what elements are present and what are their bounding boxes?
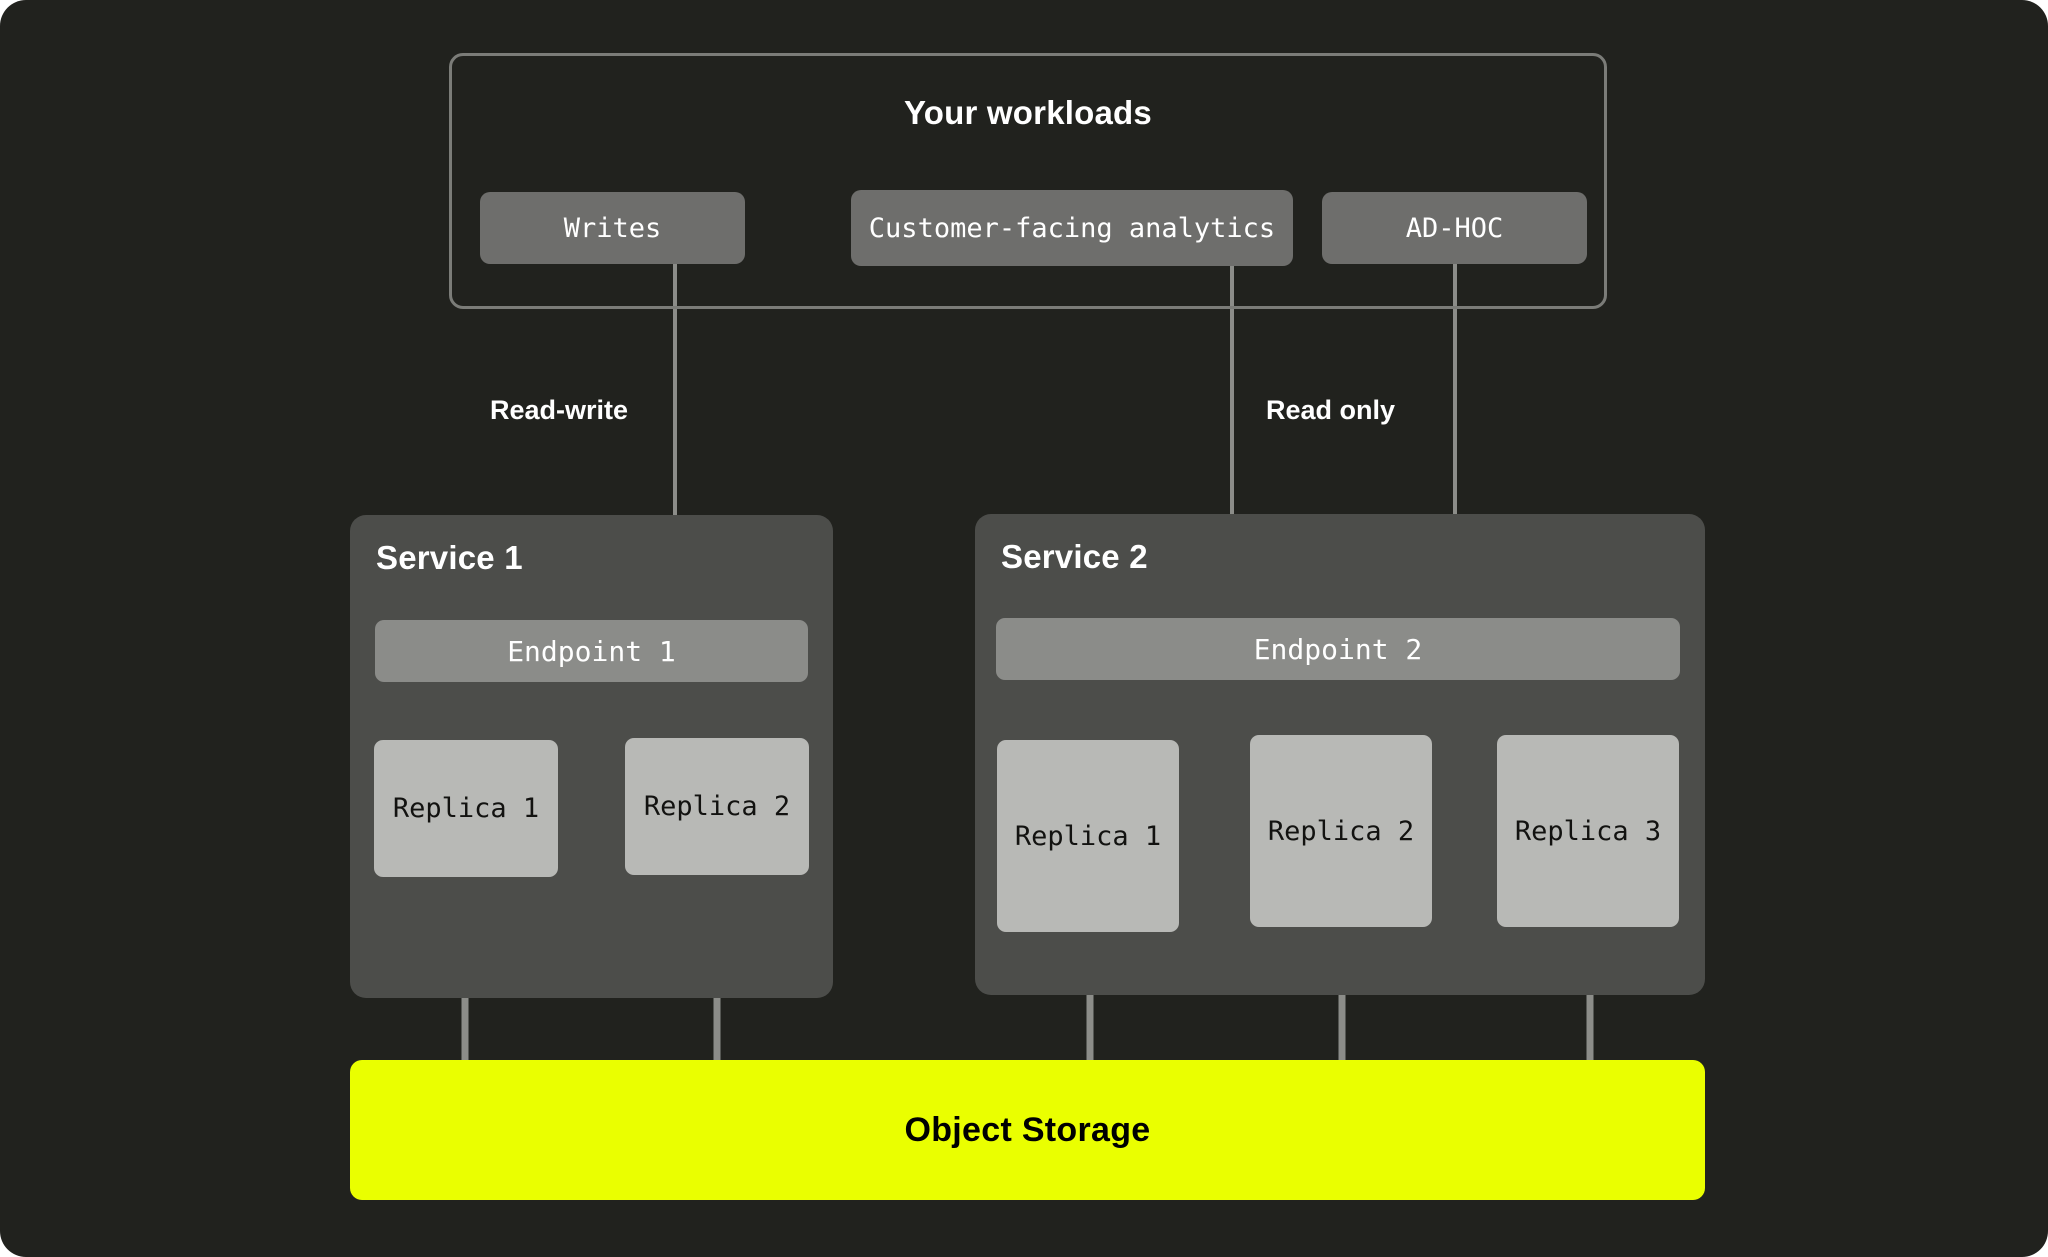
replica-label: Replica 2 — [643, 791, 791, 822]
replica-label: Replica 3 — [1514, 815, 1662, 847]
workload-chip-label: Customer-facing analytics — [868, 212, 1276, 244]
replica-label: Replica 1 — [392, 793, 540, 824]
service2-replica-1[interactable]: Replica 1 — [997, 740, 1179, 932]
endpoint-label: Endpoint 1 — [507, 634, 676, 668]
workload-chip-ad-hoc[interactable]: AD-HOC — [1322, 192, 1587, 264]
flow-label-read-write: Read-write — [490, 395, 629, 425]
endpoint-1[interactable]: Endpoint 1 — [375, 620, 808, 682]
service2-replica-3[interactable]: Replica 3 — [1497, 735, 1679, 927]
replica-label: Replica 1 — [1014, 820, 1162, 852]
object-storage-label: Object Storage — [904, 1110, 1151, 1149]
workload-chip-customer-facing-analytics[interactable]: Customer-facing analytics — [851, 190, 1293, 266]
service-title: Service 1 — [376, 539, 523, 576]
service2-replica-2[interactable]: Replica 2 — [1250, 735, 1432, 927]
object-storage-bar[interactable]: Object Storage — [350, 1060, 1705, 1200]
flow-label-read-only: Read only — [1266, 395, 1396, 425]
endpoint-2[interactable]: Endpoint 2 — [996, 618, 1680, 680]
service1-replica-2[interactable]: Replica 2 — [625, 738, 809, 875]
endpoint-label: Endpoint 2 — [1253, 632, 1423, 666]
workloads-frame: Your workloads — [449, 53, 1607, 309]
replica-label: Replica 2 — [1267, 815, 1415, 847]
workload-chip-writes[interactable]: Writes — [480, 192, 745, 264]
workload-chip-label: Writes — [563, 212, 662, 244]
workload-chip-label: AD-HOC — [1405, 212, 1504, 244]
workloads-title: Your workloads — [904, 94, 1152, 131]
service-title: Service 2 — [1001, 538, 1148, 575]
service1-replica-1[interactable]: Replica 1 — [374, 740, 558, 877]
